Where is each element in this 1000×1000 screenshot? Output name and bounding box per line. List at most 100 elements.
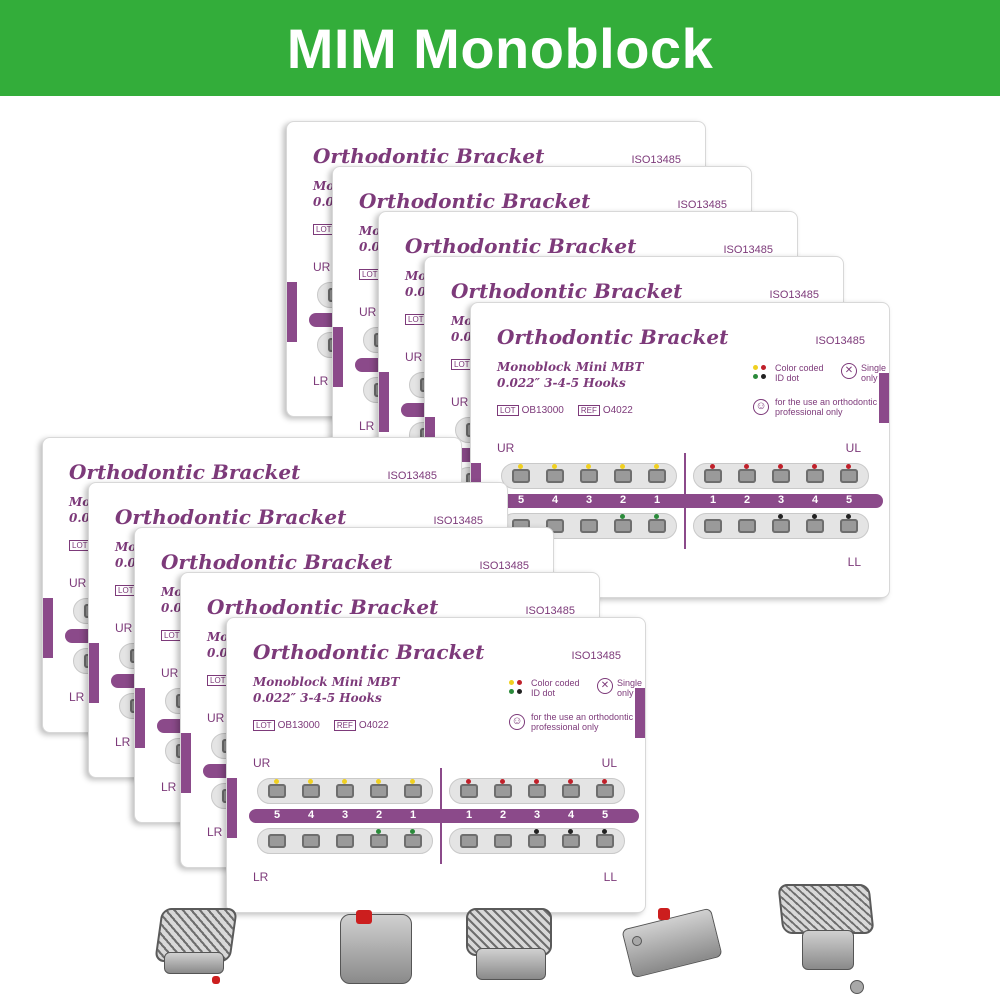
card-title: Orthodontic Bracket	[161, 550, 393, 574]
lot-tag: LOT	[405, 314, 427, 325]
id-dot-label: ID dot	[531, 688, 556, 698]
lot-tag: LOT	[207, 675, 229, 686]
bracket-icon	[596, 779, 614, 798]
left-tab	[227, 778, 237, 838]
quadrant-lr: LR	[207, 825, 223, 839]
quadrant-ur: UR	[161, 666, 179, 680]
iso-label: ISO13485	[631, 154, 681, 166]
card-title: Orthodontic Bracket	[359, 189, 591, 213]
card-title: Orthodontic Bracket	[405, 234, 637, 258]
card-title: Orthodontic Bracket	[115, 505, 347, 529]
bracket-icon	[268, 779, 286, 798]
bracket-icon	[528, 829, 546, 848]
bracket-icon	[806, 514, 824, 533]
card-title: Orthodontic Bracket	[253, 640, 485, 664]
bracket-icon	[704, 519, 722, 533]
tooth-number: 1	[465, 809, 473, 821]
bracket-icon	[738, 464, 756, 483]
quadrant-ur: UR	[405, 350, 423, 364]
lot-tag: LOT	[451, 359, 473, 370]
tooth-number: 4	[811, 494, 819, 506]
lot-tag: LOT	[313, 224, 335, 235]
color-legend: Color coded ID dot ✕ Single use only	[753, 363, 889, 383]
bracket-icon	[580, 464, 598, 483]
tooth-number: 2	[375, 809, 383, 821]
model-line-2: 0.022″ 3-4-5 Hooks	[497, 376, 626, 390]
tooth-number: 1	[409, 809, 417, 821]
banner: MIM Monoblock	[0, 0, 1000, 96]
bracket-icon	[562, 779, 580, 798]
quadrant-ur: UR	[451, 395, 469, 409]
bracket-icon	[596, 829, 614, 848]
bracket-icon	[460, 834, 478, 848]
tooth-number: 5	[601, 809, 609, 821]
quadrant-lr: LR	[253, 870, 269, 884]
bracket-icon	[806, 464, 824, 483]
bracket-icon	[404, 779, 422, 798]
bracket-icon	[580, 519, 598, 533]
card-title: Orthodontic Bracket	[313, 144, 545, 168]
bracket-icon	[840, 464, 858, 483]
single-use-icon: ✕	[841, 363, 857, 379]
bracket-icon	[302, 779, 320, 798]
ref-tag: REF	[333, 720, 356, 731]
bracket-icon	[336, 779, 354, 798]
color-legend: Color coded ID dot ✕ Single use only	[509, 678, 645, 698]
tooth-number: 3	[341, 809, 349, 821]
bracket-icon	[772, 514, 790, 533]
side-tab	[879, 373, 889, 423]
tooth-number: 5	[845, 494, 853, 506]
bracket-icon	[336, 834, 354, 848]
left-tab	[135, 688, 145, 748]
iso-label: ISO13485	[769, 289, 819, 301]
tooth-number: 2	[743, 494, 751, 506]
side-tab	[635, 688, 645, 738]
quadrant-ll: LL	[603, 870, 617, 884]
quadrant-ur: UR	[207, 711, 225, 725]
card-title: Orthodontic Bracket	[69, 460, 301, 484]
tooth-number: 3	[585, 494, 593, 506]
iso-label: ISO13485	[479, 560, 529, 572]
professional-line-2: professional only	[775, 407, 843, 417]
lot-tag: LOT	[161, 630, 183, 641]
bracket-icon	[738, 519, 756, 533]
left-tab	[287, 282, 297, 342]
tooth-number: 4	[551, 494, 559, 506]
midline-divider	[440, 768, 442, 864]
midline-divider	[684, 453, 686, 549]
tooth-number: 5	[273, 809, 281, 821]
id-dots-icon	[509, 678, 531, 698]
lot-value: OB13000	[277, 720, 320, 731]
lot-value: OB13000	[521, 405, 564, 416]
id-dot-label: ID dot	[775, 373, 800, 383]
quadrant-ur: UR	[115, 621, 133, 635]
number-bar	[249, 809, 639, 823]
bracket-icon	[648, 514, 666, 533]
professional-line-1: for the use an orthodontic	[775, 397, 878, 407]
bracket-icon	[562, 829, 580, 848]
bracket-icon	[370, 779, 388, 798]
professional-line-2: professional only	[531, 722, 599, 732]
tooth-number: 3	[777, 494, 785, 506]
bracket-icon	[614, 464, 632, 483]
card-title: Orthodontic Bracket	[451, 279, 683, 303]
iso-label: ISO13485	[723, 244, 773, 256]
professional-line-1: for the use an orthodontic	[531, 712, 634, 722]
smiley-icon: ☺	[753, 399, 769, 415]
bracket-icon	[460, 779, 478, 798]
bracket-icon	[704, 464, 722, 483]
ref-tag: REF	[577, 405, 600, 416]
single-use-label-2: only	[861, 373, 878, 383]
iso-label: ISO13485	[677, 199, 727, 211]
model-label: Monoblock Mini MBT 0.022″ 3-4-5 Hooks	[497, 359, 643, 391]
smiley-icon: ☺	[509, 714, 525, 730]
single-use-label-1: Single use	[861, 363, 889, 373]
iso-label: ISO13485	[815, 335, 865, 347]
bracket-card: Orthodontic Bracket ISO13485 Monoblock M…	[226, 617, 646, 913]
model-line-1: Monoblock Mini MBT	[497, 360, 644, 374]
quadrant-ul: UL	[845, 441, 861, 455]
quadrant-ur: UR	[253, 756, 271, 770]
bracket-icon	[494, 834, 512, 848]
